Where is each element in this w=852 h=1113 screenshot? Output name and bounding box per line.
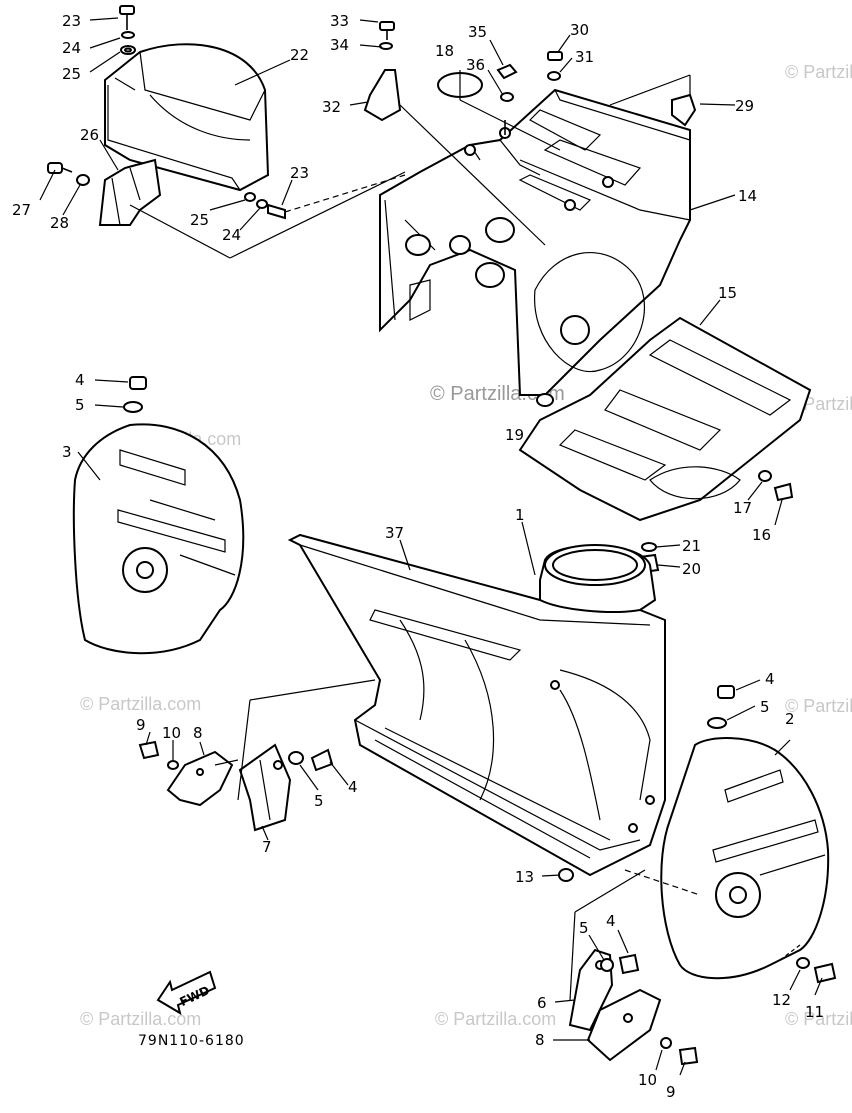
callout-8-left: 8 (193, 724, 203, 742)
part-7-bracket (238, 743, 292, 832)
callout-17: 17 (733, 499, 752, 517)
callout-5-mid: 5 (314, 792, 324, 810)
part-3-left-side-plate (72, 423, 245, 655)
callout-25: 25 (62, 65, 81, 83)
hardware-5-4-mid (288, 748, 334, 772)
callout-22: 22 (290, 46, 309, 64)
callout-19: 19 (505, 426, 524, 444)
callout-4-left: 4 (75, 371, 85, 389)
part-22-belt-cover (104, 43, 270, 192)
watermark: © Partzilla.com (80, 1009, 201, 1029)
part-1-auger-housing (287, 533, 666, 877)
callout-7: 7 (262, 838, 272, 856)
watermark: © Partzilla.com (785, 62, 852, 82)
callout-14: 14 (738, 187, 757, 205)
callout-5-left: 5 (75, 396, 85, 414)
callout-34: 34 (330, 36, 349, 54)
callout-5-right: 5 (760, 698, 770, 716)
callout-32: 32 (322, 98, 341, 116)
callout-31: 31 (575, 48, 594, 66)
callout-9-right: 9 (666, 1083, 676, 1101)
callout-21: 21 (682, 537, 701, 555)
forward-arrow: FWD (156, 970, 217, 1016)
part-2-right-side-plate (660, 737, 830, 980)
callout-10-left: 10 (162, 724, 181, 742)
part-15-bottom-plate (518, 316, 812, 522)
callout-11: 11 (805, 1003, 824, 1021)
part-8-bracket-right (586, 988, 662, 1062)
callout-24b: 24 (222, 226, 241, 244)
part-14-main-housing (379, 88, 691, 396)
part-26-bracket (98, 158, 162, 226)
callout-15: 15 (718, 284, 737, 302)
callout-36: 36 (466, 56, 485, 74)
callout-28: 28 (50, 214, 69, 232)
callout-16: 16 (752, 526, 771, 544)
callout-23: 23 (62, 12, 81, 30)
callout-33: 33 (330, 12, 349, 30)
callout-37: 37 (385, 524, 404, 542)
bolt-11-washer-12 (796, 957, 837, 984)
callout-24: 24 (62, 39, 81, 57)
callout-20: 20 (682, 560, 701, 578)
bolt-4-washer-5-right (707, 685, 735, 729)
bolts-cover-right (244, 192, 286, 220)
callout-1: 1 (515, 506, 525, 524)
callout-26: 26 (80, 126, 99, 144)
hardware-9-10-left (138, 740, 179, 770)
callout-10-right: 10 (638, 1071, 657, 1089)
callout-8-right: 8 (535, 1031, 545, 1049)
callout-23b: 23 (290, 164, 309, 182)
callout-13: 13 (515, 868, 534, 886)
callout-5-low: 5 (579, 919, 589, 937)
callout-27: 27 (12, 201, 31, 219)
callout-4-low: 4 (606, 912, 616, 930)
leader-lines (39, 17, 823, 1076)
callout-4-right: 4 (765, 670, 775, 688)
watermark: © Partzilla.com (435, 1009, 556, 1029)
callout-12: 12 (772, 991, 791, 1009)
bolts-top-left (119, 5, 136, 55)
bolt-27-washer-28 (47, 162, 90, 186)
part-code: 79N110-6180 (138, 1033, 245, 1049)
part-8-bracket-left (166, 750, 234, 807)
bolt-4-washer-5-left (123, 376, 147, 413)
watermark: © Partzilla.com (785, 1009, 852, 1029)
watermark: © Partzilla.com (80, 694, 201, 714)
hardware-5-4-right (600, 953, 699, 1066)
callout-2: 2 (785, 710, 795, 728)
callout-30: 30 (570, 21, 589, 39)
part-13-bolt (558, 868, 574, 882)
callout-29: 29 (735, 97, 754, 115)
callouts: 23 24 25 22 26 27 28 23 25 24 33 34 32 1… (12, 12, 824, 1101)
watermark: © Partzilla.com (785, 696, 852, 716)
callout-4-mid: 4 (348, 778, 358, 796)
callout-3: 3 (62, 443, 72, 461)
callout-18: 18 (435, 42, 454, 60)
callout-9-left: 9 (136, 716, 146, 734)
callout-25b: 25 (190, 211, 209, 229)
callout-35: 35 (468, 23, 487, 41)
callout-6: 6 (537, 994, 547, 1012)
